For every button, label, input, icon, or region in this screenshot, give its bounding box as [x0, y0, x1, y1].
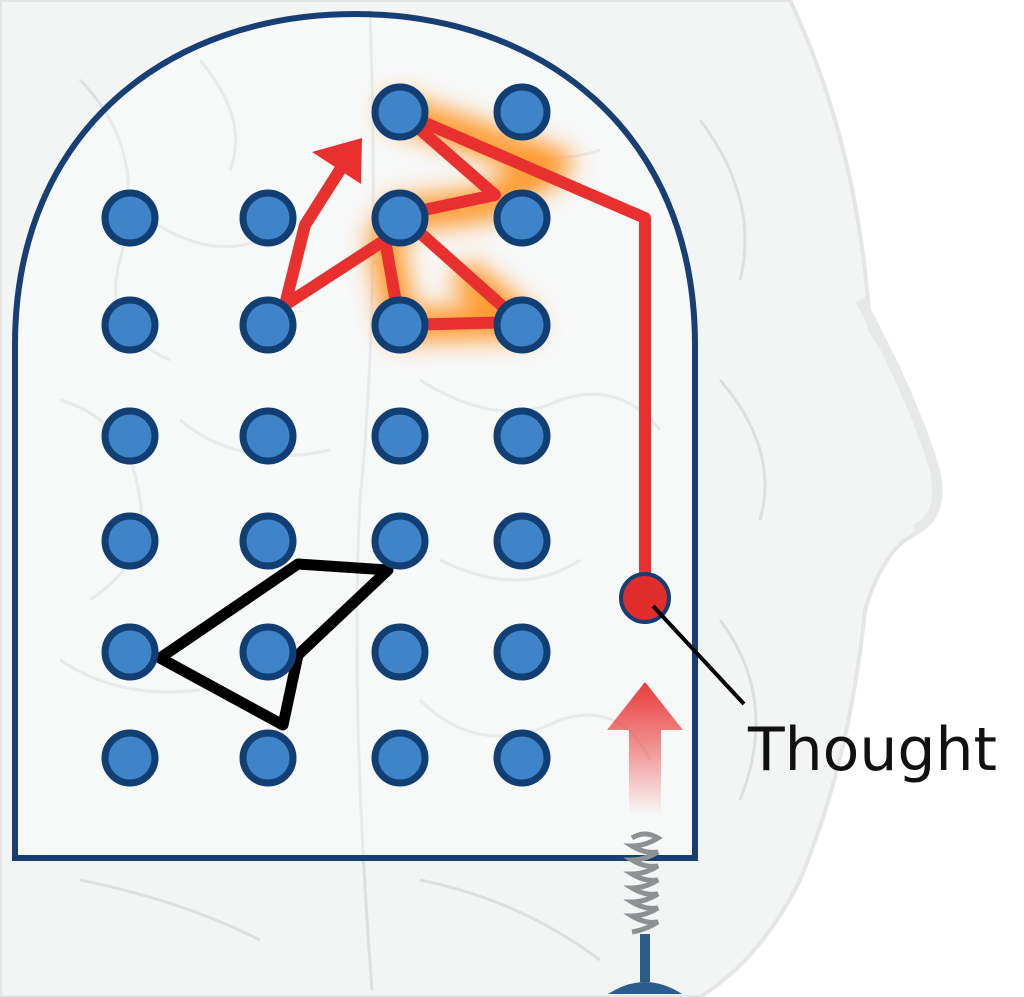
electrode-node: [375, 300, 425, 350]
electrode-node: [375, 733, 425, 783]
electrode-node: [497, 516, 547, 566]
electrode-node: [243, 627, 293, 677]
thought-label: Thought: [747, 715, 997, 785]
electrode-node: [243, 411, 293, 461]
electrode-node: [243, 733, 293, 783]
electrode-node: [105, 627, 155, 677]
electrode-node: [375, 627, 425, 677]
electrode-node: [497, 87, 547, 137]
electrode-node: [105, 516, 155, 566]
electrode-node: [497, 627, 547, 677]
electrode-node: [497, 193, 547, 243]
electrode-node: [105, 733, 155, 783]
electrode-node: [375, 87, 425, 137]
electrode-node: [105, 300, 155, 350]
electrode-node: [375, 516, 425, 566]
electrode-node: [497, 300, 547, 350]
electrode-node: [105, 193, 155, 243]
electrode-node: [243, 516, 293, 566]
electrode-node: [243, 300, 293, 350]
electrode-node: [497, 733, 547, 783]
electrode-node: [105, 411, 155, 461]
electrode-node: [375, 193, 425, 243]
electrode-node: [497, 411, 547, 461]
electrode-node: [375, 411, 425, 461]
electrode-node: [243, 193, 293, 243]
